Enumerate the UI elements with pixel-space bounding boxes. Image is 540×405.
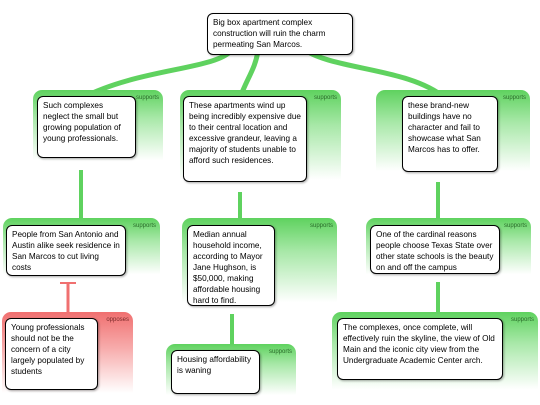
node-r2a1[interactable]: Housing affordability is waning	[171, 350, 260, 394]
node-r2a[interactable]: Median annual household income, accordin…	[187, 225, 275, 306]
node-r3-tag: supports	[502, 95, 526, 101]
root-claim-text: Big box apartment complex construction w…	[213, 18, 326, 49]
node-r3a1[interactable]: The complexes, once complete, will effec…	[337, 318, 503, 380]
node-r3[interactable]: these brand-new buildings have no charac…	[402, 96, 498, 172]
node-r2a-text: Median annual household income, accordin…	[193, 230, 263, 305]
node-r1a-text: People from San Antonio and Austin alike…	[12, 230, 120, 272]
node-r1a1-tag: opposes	[106, 317, 129, 323]
root-claim[interactable]: Big box apartment complex construction w…	[207, 13, 353, 55]
link-root-r3	[303, 47, 447, 100]
node-r1a1[interactable]: Young professionals should not be the co…	[5, 318, 98, 390]
node-r3a-text: One of the cardinal reasons people choos…	[376, 230, 494, 272]
node-r2-tag: supports	[313, 95, 337, 101]
node-r2a1-tag: supports	[268, 349, 292, 355]
node-r3-text: these brand-new buildings have no charac…	[408, 101, 481, 154]
node-r3a1-tag: supports	[510, 317, 534, 323]
node-r3a[interactable]: One of the cardinal reasons people choos…	[370, 225, 500, 274]
link-root-r1	[80, 48, 234, 101]
node-r1a1-text: Young professionals should not be the co…	[11, 323, 85, 376]
node-r1a[interactable]: People from San Antonio and Austin alike…	[6, 225, 126, 276]
node-r2[interactable]: These apartments wind up being incredibl…	[183, 96, 307, 182]
node-r2a-tag: supports	[309, 223, 333, 229]
node-r2-text: These apartments wind up being incredibl…	[189, 101, 301, 165]
node-r1a-tag: supports	[132, 223, 156, 229]
node-r1[interactable]: Such complexes neglect the small but gro…	[37, 96, 136, 158]
node-r3a1-text: The complexes, once complete, will effec…	[343, 323, 495, 365]
node-r2a1-text: Housing affordability is waning	[177, 355, 252, 375]
node-r1-tag: supports	[135, 95, 159, 101]
node-r1-text: Such complexes neglect the small but gro…	[43, 101, 121, 143]
node-r3a-tag: supports	[503, 223, 527, 229]
